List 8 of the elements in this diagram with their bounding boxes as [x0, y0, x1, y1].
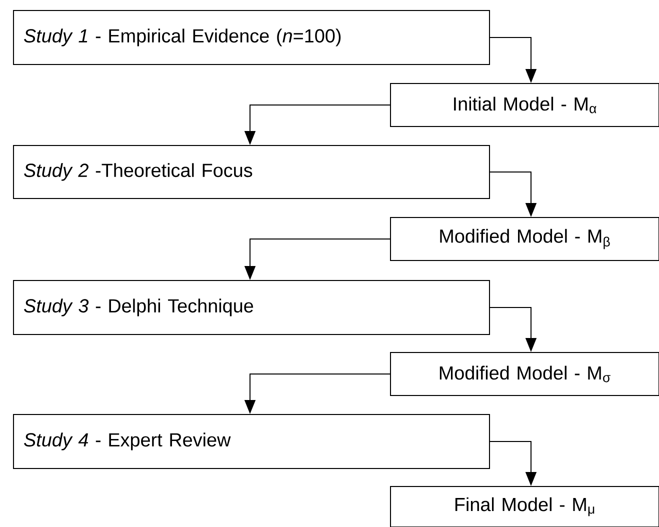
study-box: Study 3 - Delphi Technique: [13, 280, 490, 335]
model-box: Initial Model - M$_{α}$: [390, 83, 659, 127]
study-box: Study 2 -Theoretical Focus: [13, 145, 490, 199]
model-box: Modified Model - M$_{σ}$: [390, 352, 659, 396]
model-box: Final Model - M$_{μ}$: [390, 486, 659, 527]
model-box: Modified Model - M$_{β}$: [390, 217, 659, 261]
study-box: Study 1 - Empirical Evidence (n=100): [13, 10, 490, 65]
study-box: Study 4 - Expert Review: [13, 414, 490, 469]
